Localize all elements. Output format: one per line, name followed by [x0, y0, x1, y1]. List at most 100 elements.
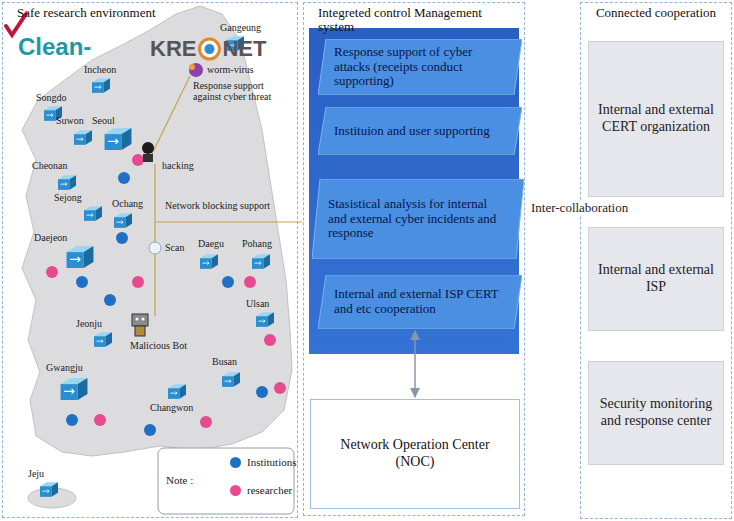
- connection-label: Inter-collaboration: [529, 201, 630, 215]
- leader-lines: [150, 76, 302, 316]
- router-icon: [74, 130, 92, 145]
- router-icon: [222, 372, 240, 387]
- router-icon: [61, 378, 88, 400]
- map-label: Scan: [165, 242, 184, 253]
- router-icon: [105, 128, 132, 150]
- map-label: Ochang: [112, 198, 143, 209]
- institution-dot: [256, 386, 268, 398]
- researcher-dots: [46, 154, 286, 428]
- router-icon: [40, 482, 58, 497]
- process-box: Response support of cyber attacks (recei…: [318, 39, 522, 95]
- legend-entry: researcher: [230, 484, 292, 496]
- process-box: Security monitoring and response center: [588, 361, 724, 465]
- map-label: Malicious Bot: [130, 340, 187, 351]
- institution-dot: [222, 276, 234, 288]
- map-label: Busan: [212, 356, 237, 367]
- connector-arrow: [414, 331, 416, 397]
- map-label: Sejong: [54, 192, 82, 203]
- map-label: Jeonju: [76, 318, 102, 329]
- map-label: Network blocking support: [165, 200, 270, 211]
- map-label: Jeju: [28, 468, 44, 479]
- map-label: Songdo: [36, 92, 67, 103]
- box-text: Internal and external ISP CERT and etc c…: [318, 287, 522, 316]
- leader-line: [154, 164, 155, 316]
- process-box: Internal and external CERT organization: [588, 41, 724, 197]
- box-text: Response support of cyber attacks (recei…: [318, 45, 522, 89]
- institution-dot: [116, 232, 128, 244]
- process-box: Instituion and user supporting: [318, 107, 522, 155]
- legend-entry: Institutions: [230, 456, 297, 468]
- map-label: Seoul: [92, 115, 115, 126]
- map-label: Gwangju: [46, 362, 83, 373]
- institution-dots: [66, 172, 268, 436]
- router-icon: [67, 246, 94, 268]
- leader-line: [155, 221, 302, 222]
- worm-virus-icon: [189, 63, 203, 77]
- router-icon: [252, 254, 270, 269]
- researcher-dot: [46, 266, 58, 278]
- panel-title: Connected cooperation: [587, 6, 725, 20]
- panel-title: Safe research environment: [17, 6, 289, 20]
- scan-icon: [149, 242, 161, 254]
- malicious-bot-icon: [132, 314, 148, 336]
- logo-text: Clean-: [18, 34, 91, 60]
- researcher-dot: [132, 154, 144, 166]
- router-icon: [168, 384, 186, 399]
- researcher-dot: [274, 382, 286, 394]
- router-icon: [114, 213, 132, 228]
- map-label: Ulsan: [246, 298, 269, 309]
- map-label: Response support against cyber threat: [193, 80, 291, 102]
- router-icon: [200, 254, 218, 269]
- process-box: Stasistical analysis for internal and ex…: [312, 179, 524, 259]
- legend-swatch: [230, 457, 241, 468]
- map-label: Changwon: [150, 402, 193, 413]
- institution-dot: [76, 276, 88, 288]
- institution-dot: [144, 424, 156, 436]
- box-text: Internal and external CERT organization: [589, 102, 723, 136]
- legend-swatch: [230, 485, 241, 496]
- researcher-dot: [264, 334, 276, 346]
- map-label: Suwon: [56, 115, 84, 126]
- router-icon: [94, 332, 112, 347]
- map-label: hacking: [162, 160, 194, 171]
- group-panel: Safe research environment: [2, 2, 298, 518]
- researcher-dot: [132, 276, 144, 288]
- korea-map: [22, 6, 292, 456]
- box-text: Instituion and user supporting: [318, 124, 522, 139]
- router-icon: [84, 206, 102, 221]
- box-text: Stasistical analysis for internal and ex…: [312, 197, 524, 241]
- logo-globe-core: [204, 44, 214, 54]
- logo-text: KRE: [150, 37, 196, 61]
- group-panel: Connected cooperationInternal and extern…: [580, 2, 732, 519]
- researcher-dot: [200, 416, 212, 428]
- legend-note: Note :: [166, 474, 193, 486]
- logo-globe: [199, 39, 219, 59]
- map-label: Incheon: [84, 64, 116, 75]
- legend-text: researcher: [247, 484, 292, 496]
- researcher-dot: [94, 414, 106, 426]
- box-text: Network Operation Center (NOC): [311, 437, 519, 471]
- logo-text: NET: [222, 37, 266, 61]
- researcher-dot: [244, 276, 256, 288]
- router-icon: [256, 312, 274, 327]
- map-label: Daejeon: [34, 232, 67, 243]
- process-box: Internal and external ISP: [588, 227, 724, 331]
- map-label: Gangeung: [220, 22, 261, 33]
- router-icon: [92, 78, 110, 93]
- router-icon: [58, 175, 76, 190]
- map-label: worm-virus: [207, 64, 254, 75]
- map-label: Pohang: [242, 238, 272, 249]
- box-text: Security monitoring and response center: [589, 396, 723, 430]
- hacker-icon: [142, 142, 154, 162]
- institution-dot: [118, 172, 130, 184]
- panel-title: Integreted control Management system: [318, 6, 516, 35]
- process-box: Internal and external ISP CERT and etc c…: [318, 275, 522, 329]
- box-text: Internal and external ISP: [589, 262, 723, 296]
- map-label: Cheonan: [32, 160, 68, 171]
- map-label: Daegu: [198, 238, 224, 249]
- institution-dot: [104, 294, 116, 306]
- router-icons: [40, 36, 274, 497]
- legend-text: Institutions: [247, 456, 297, 468]
- leader-line: [150, 76, 190, 158]
- institution-dot: [66, 414, 78, 426]
